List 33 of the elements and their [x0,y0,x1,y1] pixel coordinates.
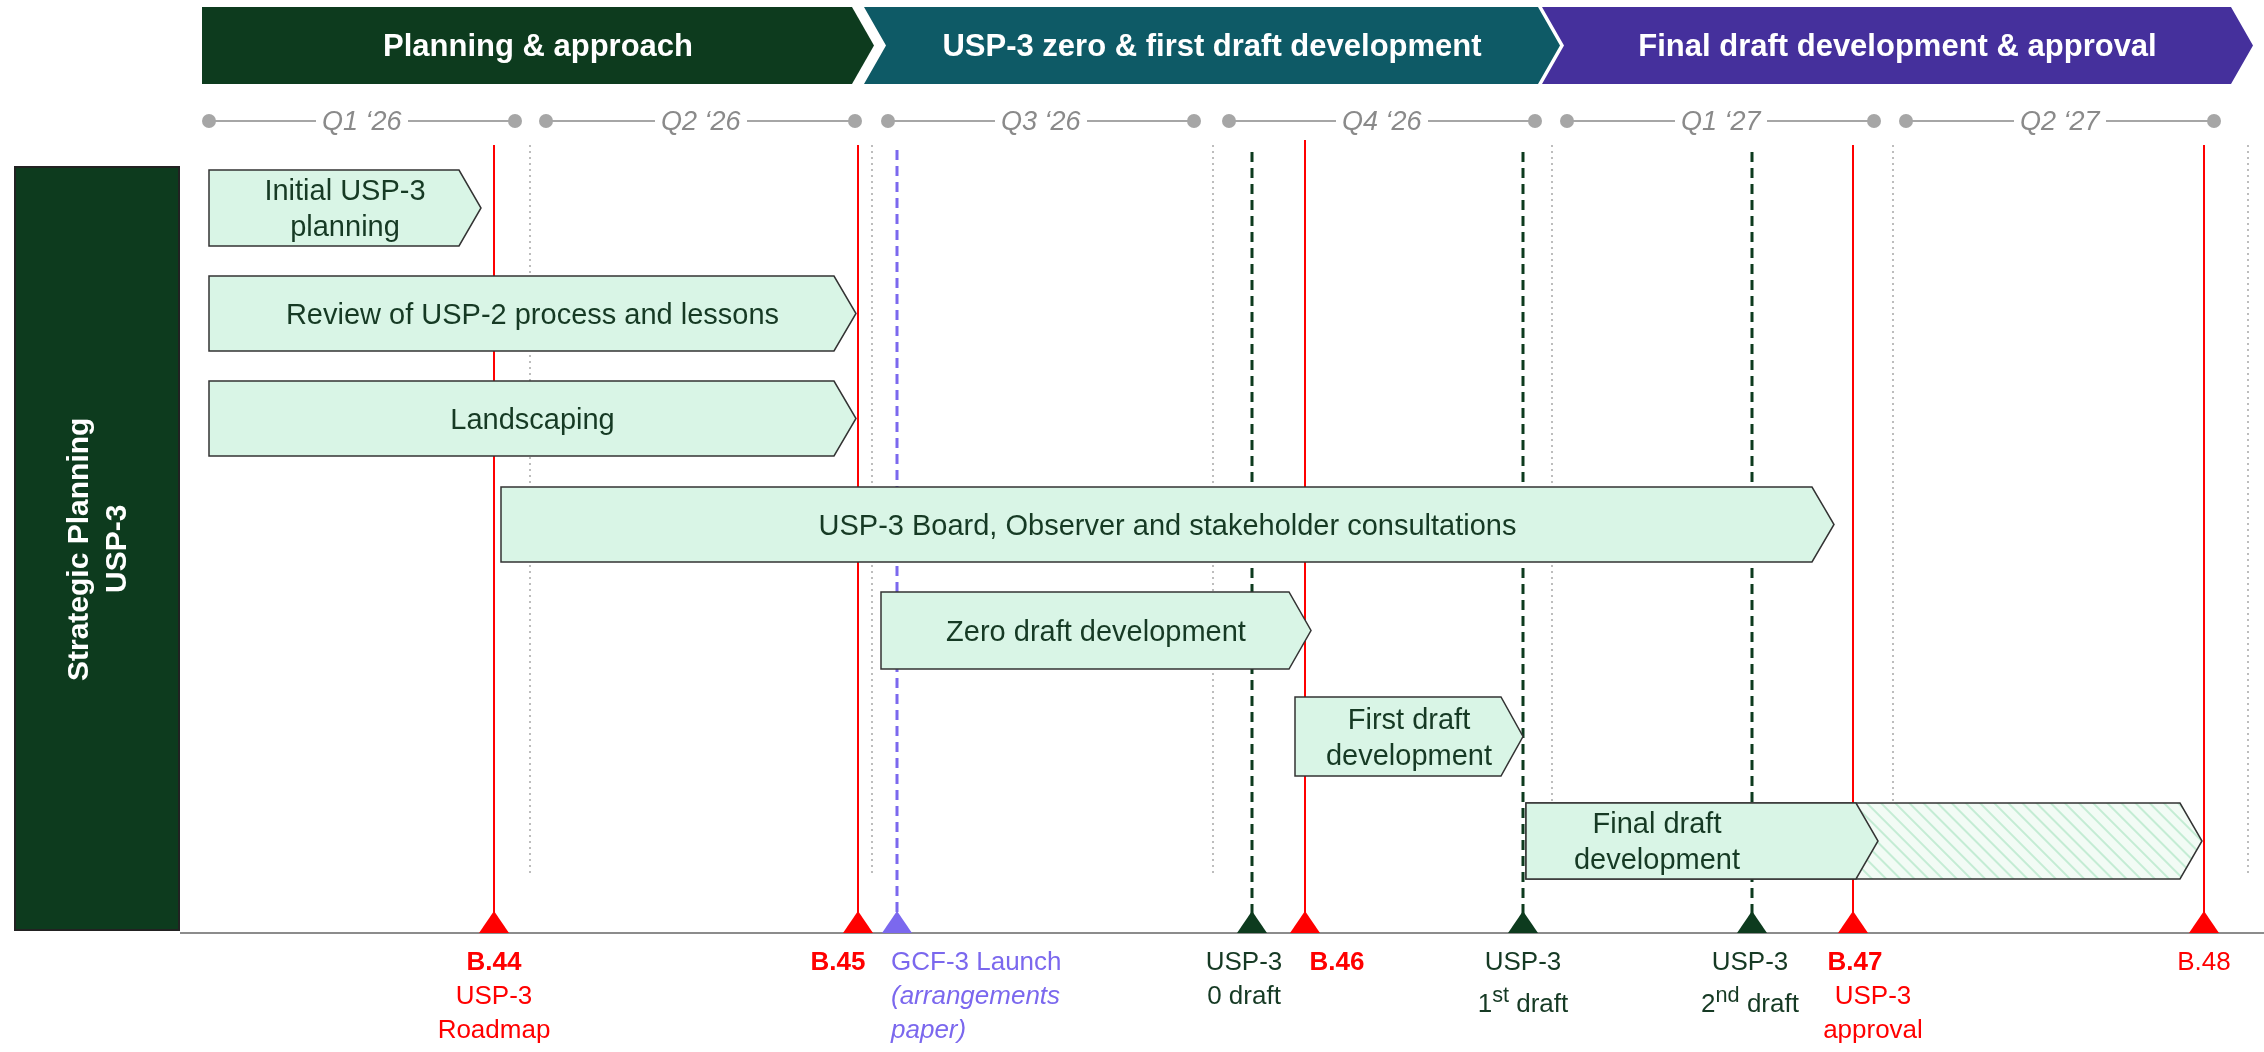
milestone-label: USP-3 1$^{st}$ draft [1476,945,1570,1020]
task-bar [209,170,481,246]
milestone-code: B.44 [465,945,523,978]
task-bar [209,276,856,351]
swimlane-title: Strategic Planning USP-3 [60,415,133,683]
milestone-label: USP-3 0 draft [1204,945,1284,1012]
phase-title: Planning & approach [383,27,693,64]
milestone-code: B.45 [809,945,867,978]
milestone-label: GCF-3 Launch (arrangements paper) [891,945,1063,1046]
task-name: Initial USP-3 planning [263,173,427,244]
milestone-code: B.47 [1826,945,1884,978]
milestone-code: B.46 [1308,945,1366,978]
milestone-label: USP-3 2$^{nd}$ draft [1700,945,1800,1020]
phase-banner [202,7,874,84]
task-name: Review of USP-2 process and lessons [285,296,780,332]
milestone-label: B.48 [2176,945,2232,978]
task-bar [1526,803,2202,879]
phase-banner [864,7,1560,84]
task-bar [501,487,1834,562]
phase-banner [1542,7,2253,84]
phase-title: USP-3 zero & first draft development [942,27,1482,64]
task-name: Final draft development [1572,806,1742,877]
task-bar [209,381,856,456]
milestone-label: USP-3 approval [1822,979,1924,1046]
task-bar [1295,697,1523,776]
phase-title: Final draft development & approval [1638,27,2157,64]
task-bar [881,592,1311,669]
swimlane-header [14,166,180,931]
milestone-label: USP-3 Roadmap [436,979,552,1046]
task-name: First draft development [1324,701,1494,773]
task-name: USP-3 Board, Observer and stakeholder consultations [818,507,1517,543]
task-name: Landscaping [450,401,615,437]
task-name: Zero draft development [946,613,1246,649]
